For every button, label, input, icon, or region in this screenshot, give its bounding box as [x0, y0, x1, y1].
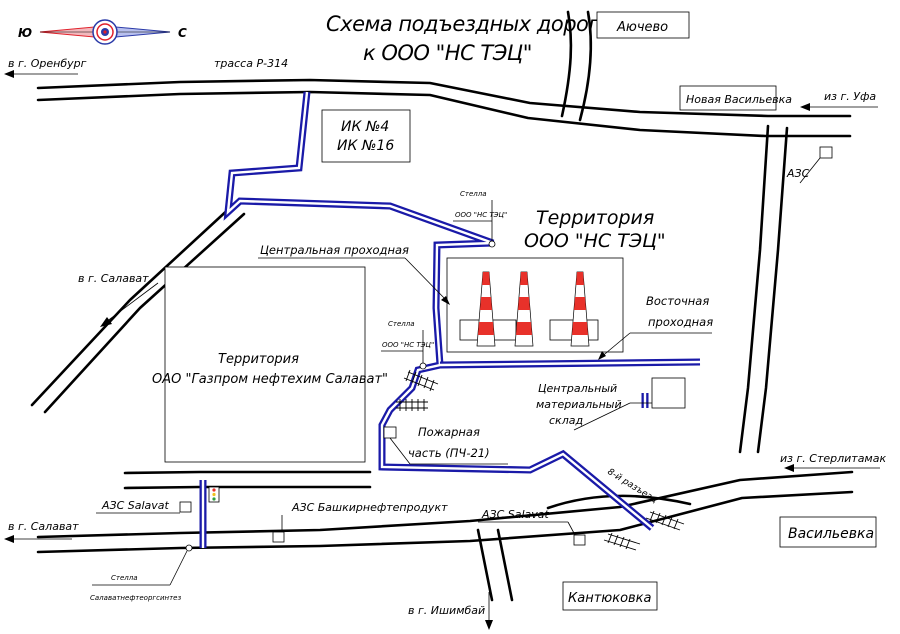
road-ishimbay-label: в г. Ишимбай — [408, 604, 485, 617]
village-box-novaya-vasilevka — [679, 85, 777, 111]
azs-top-box — [819, 146, 833, 159]
azs-bashkir-box — [272, 531, 285, 543]
rail-crossing-3 — [645, 510, 685, 531]
azs-salavat-right-label: АЗС Salavat — [481, 508, 550, 521]
warehouse-box — [651, 377, 686, 409]
stele2-label-line1: Стелла — [388, 320, 415, 328]
stele1-marker — [488, 240, 496, 248]
stele1-label-line2: ООО "НС ТЭЦ" — [455, 211, 507, 219]
ik16-label: ИК №16 — [337, 138, 394, 154]
central-checkpoint-label: Центральная проходная — [260, 243, 409, 257]
map-title-line2: к ООО "НС ТЭЦ" — [363, 41, 532, 65]
stele1-label-line1: Стелла — [460, 190, 487, 198]
road-orenburg-label: в г. Оренбург — [8, 57, 87, 70]
arrow-orenburg — [4, 70, 78, 78]
village-box-aychevo — [596, 11, 690, 39]
azs-salavat-right-box — [573, 534, 586, 546]
stele2-marker — [419, 362, 427, 370]
chimney-icon — [514, 271, 534, 347]
gazprom-territory-box — [164, 266, 366, 463]
gazprom-territory-label-line2: ОАО "Газпром нефтехим Салават" — [152, 372, 388, 387]
access-route — [199, 91, 701, 548]
tec-territory-label-line2: ООО "НС ТЭЦ" — [524, 230, 666, 252]
village-kantyukovka: Кантюковка — [568, 591, 652, 606]
fire-station-box — [383, 426, 397, 439]
azs-bashkir-label: АЗС Башкирнефтепродукт — [291, 501, 448, 514]
road-salavat-sw-label: в г. Салават — [8, 520, 79, 533]
azs-top-label: АЗС — [786, 167, 810, 180]
chimney-icon — [476, 271, 496, 347]
arrow-salavat-ne — [100, 282, 159, 327]
map-title-line1: Схема подъездных дорог — [326, 12, 600, 36]
road-sterlitamak-label: из г. Стерлитамак — [780, 452, 886, 465]
gazprom-territory-label-line1: Территория — [218, 352, 299, 367]
arrow-salavat-sw — [4, 535, 72, 543]
rail-crossing-2 — [396, 399, 428, 411]
stele3-marker — [185, 544, 193, 552]
tec-territory-label-line1: Территория — [536, 207, 654, 229]
rail-crossing-1 — [403, 369, 439, 392]
compass-south-label: Ю — [18, 26, 32, 40]
ik-box — [321, 109, 411, 163]
traffic-light-icon — [208, 486, 220, 503]
village-box-vasilevka — [779, 516, 877, 548]
fire-station-label-line1: Пожарная — [418, 425, 480, 439]
highway-label: трасса Р-314 — [214, 57, 288, 70]
compass-north-label: С — [178, 26, 187, 40]
stele3-label-line2: Салаватнефтеоргсинтез — [90, 594, 181, 602]
road-ufa-label: из г. Уфа — [824, 90, 876, 103]
warehouse-label-line2: материальный — [536, 398, 622, 411]
rail-crossing-4 — [603, 532, 641, 551]
azs-salavat-left-label: АЗС Salavat — [101, 499, 170, 512]
village-novaya-vasilevka: Новая Васильевка — [686, 93, 792, 106]
road-salavat-ne-label: в г. Салават — [78, 272, 149, 285]
east-checkpoint-label-line2: проходная — [648, 315, 713, 329]
warehouse-label-line1: Центральный — [538, 382, 617, 395]
chimney-icon — [570, 271, 590, 347]
village-vasilevka: Васильевка — [788, 526, 874, 542]
stele2-label-line2: ООО "НС ТЭЦ" — [382, 341, 434, 349]
ik4-label: ИК №4 — [341, 119, 389, 135]
arrow-ufa — [800, 103, 878, 111]
azs-salavat-left-box — [179, 501, 192, 513]
village-box-kantyukovka — [562, 581, 658, 611]
fire-station-label-line2: часть (ПЧ-21) — [408, 446, 490, 460]
arrow-ishimbay — [485, 592, 493, 630]
east-checkpoint-label-line1: Восточная — [646, 294, 709, 308]
arrow-sterlitamak — [784, 464, 880, 472]
warehouse-label-line3: склад — [549, 414, 583, 427]
stele3-label-line1: Стелла — [111, 574, 138, 582]
village-aychevo: Аючево — [616, 20, 668, 35]
compass-rose-icon — [39, 19, 171, 45]
